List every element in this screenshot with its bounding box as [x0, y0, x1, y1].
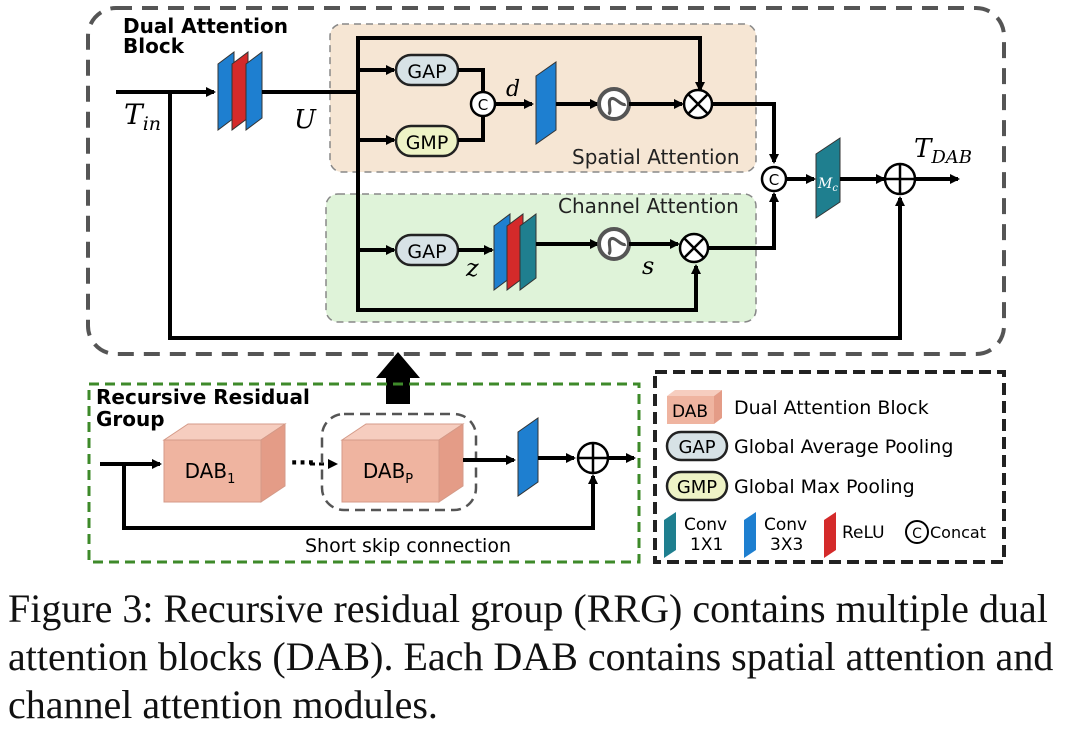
- svg-text:Conv: Conv: [684, 515, 727, 535]
- legend-gmp-text: Global Max Pooling: [734, 476, 915, 498]
- svg-text:DAB: DAB: [672, 402, 708, 422]
- legend-conv1x1-swatch: [664, 512, 676, 558]
- svg-text:DAB1: DAB1: [185, 459, 236, 487]
- legend-conv3x3-swatch: [744, 512, 756, 558]
- channel-attention-label: Channel Attention: [558, 194, 739, 218]
- svg-text:GMP: GMP: [677, 477, 717, 498]
- spatial-sigmoid-node: [597, 87, 631, 121]
- channel-attention-panel: [325, 193, 757, 323]
- legend-gap-text: Global Average Pooling: [734, 436, 953, 458]
- legend-dab-text: Dual Attention Block: [734, 397, 929, 419]
- d-label: d: [506, 77, 520, 102]
- rrg-add-node: [576, 441, 610, 475]
- channel-multiply-node: [678, 232, 710, 264]
- short-skip-connection: [122, 464, 598, 530]
- legend-relu-text: ReLU: [842, 523, 885, 543]
- t-dab-label: TDAB: [914, 134, 972, 168]
- svg-text:C: C: [769, 171, 779, 189]
- svg-text:GMP: GMP: [406, 132, 449, 154]
- dab1-box: DAB1: [162, 423, 287, 503]
- legend-concat-text: Concat: [930, 523, 986, 542]
- svg-text:DABP: DABP: [363, 459, 413, 487]
- dabp-box: DABP: [340, 423, 465, 503]
- svg-text:Conv: Conv: [764, 515, 807, 535]
- dab-title-line2: Block: [123, 34, 185, 58]
- svg-text:GAP: GAP: [407, 61, 446, 83]
- expand-up-arrow: [376, 352, 420, 404]
- dabp-highlight: [320, 412, 478, 512]
- rrg-title-line1: Recursive Residual: [96, 385, 310, 409]
- spatial-conv-node: [535, 61, 557, 145]
- dab-frame: [86, 6, 1006, 356]
- s-label: s: [642, 252, 654, 280]
- dab-long-skip: [168, 92, 905, 340]
- u-label: U: [294, 105, 317, 135]
- figure-caption: Figure 3: Recursive residual group (RRG)…: [8, 586, 1054, 727]
- channel-sigmoid-node: [597, 227, 631, 261]
- channel-conv-relu-conv-stack: [493, 213, 537, 291]
- mc-label: Mc: [817, 176, 838, 194]
- mc-conv-node: [815, 137, 841, 219]
- rrg-frame: [87, 382, 641, 564]
- svg-text:C: C: [478, 96, 488, 114]
- z-label: z: [465, 254, 479, 282]
- legend-concat-swatch: [905, 520, 929, 544]
- svg-text:C: C: [912, 526, 922, 542]
- legend-dab-swatch: DAB: [667, 390, 722, 424]
- t-in-label: Tin: [124, 98, 161, 135]
- svg-text:1X1: 1X1: [690, 535, 723, 555]
- svg-text:GAP: GAP: [678, 437, 715, 458]
- spatial-multiply-node: [682, 88, 714, 120]
- rrg-title-line2: Group: [96, 407, 165, 431]
- input-conv-relu-conv-stack: [217, 51, 263, 131]
- diagram-canvas: Dual Attention Block Spatial Attention C…: [86, 6, 1006, 564]
- dab-title-line1: Dual Attention: [123, 14, 288, 38]
- svg-text:3X3: 3X3: [770, 535, 803, 555]
- spatial-attention-label: Spatial Attention: [572, 145, 740, 169]
- rrg-conv-node: [517, 417, 539, 497]
- short-skip-label: Short skip connection: [305, 535, 511, 557]
- legend-frame: [653, 370, 1006, 564]
- legend-relu-swatch: [824, 512, 836, 558]
- legend-gap-swatch: [665, 430, 729, 462]
- dab-residual-add-node: [883, 162, 917, 196]
- legend-gmp-swatch: [665, 470, 729, 502]
- svg-text:GAP: GAP: [407, 241, 446, 263]
